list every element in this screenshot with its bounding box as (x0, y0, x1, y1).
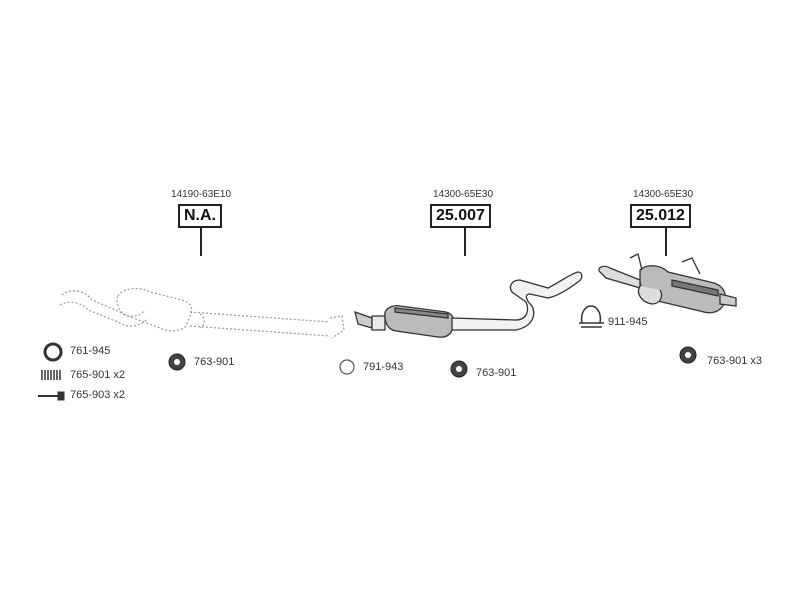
hanger-icon-front (168, 353, 186, 371)
bolt-icon (38, 391, 65, 401)
oem-number-front: 14190-63E10 (171, 189, 232, 200)
gasket-icon (43, 342, 63, 362)
ring-icon (339, 359, 355, 375)
gasket-label: 761-945 (70, 345, 111, 357)
bolt-label: 765-903 x2 (70, 389, 126, 401)
middle-pipe (354, 271, 583, 338)
part-number-front[interactable]: N.A. (178, 204, 222, 228)
ring-label: 791-943 (363, 361, 404, 373)
hanger-icon-middle (450, 360, 468, 378)
hanger-label-rear: 763-901 x3 (707, 355, 763, 367)
spring-label: 765-901 x2 (70, 369, 126, 381)
oem-number-middle: 14300-65E30 (433, 189, 494, 200)
oem-number-rear: 14300-65E30 (633, 189, 694, 200)
part-number-middle[interactable]: 25.007 (430, 204, 491, 228)
clamp-label: 911-945 (608, 316, 648, 328)
clamp-icon (579, 305, 604, 328)
hanger-label-middle: 763-901 (476, 367, 517, 379)
part-number-rear[interactable]: 25.012 (630, 204, 691, 228)
spring-icon (41, 370, 61, 380)
front-pipe-dashed (59, 287, 345, 339)
hanger-icon-rear (679, 346, 697, 364)
rear-silencer (598, 253, 737, 314)
hanger-label-front: 763-901 (194, 356, 235, 368)
